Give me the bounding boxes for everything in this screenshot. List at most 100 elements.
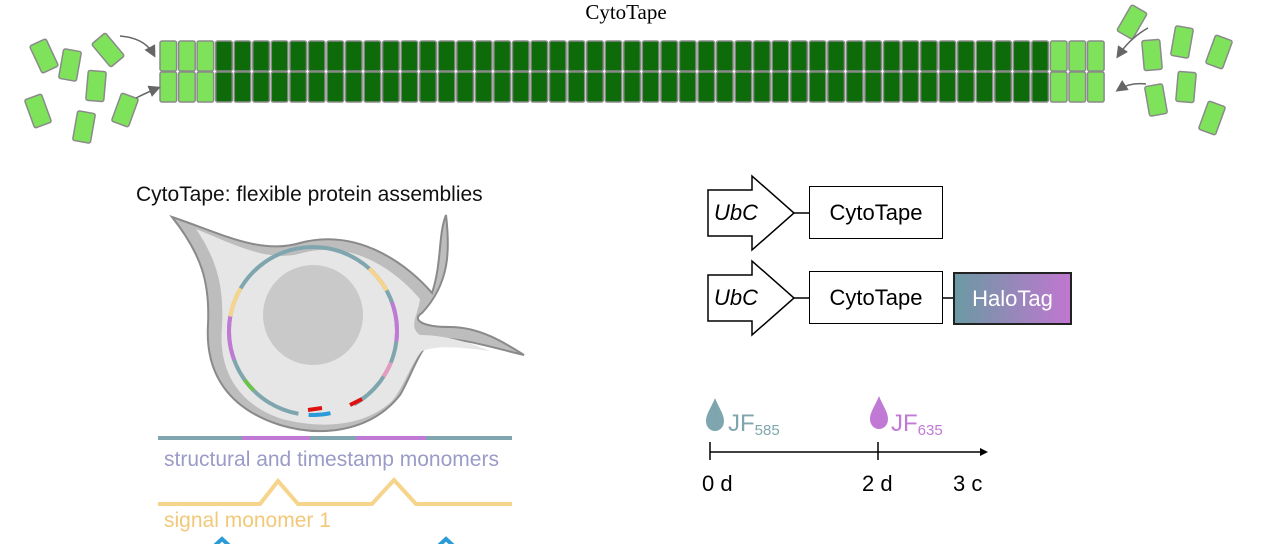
tape-monomer bbox=[159, 71, 178, 103]
tape-cells bbox=[159, 40, 1105, 103]
red-mark-1 bbox=[307, 406, 323, 412]
dye-name-1: JF bbox=[728, 410, 755, 437]
next-signal-track bbox=[213, 536, 231, 544]
tape-monomer bbox=[270, 71, 289, 103]
tape-monomer bbox=[196, 40, 215, 72]
tape-monomer bbox=[511, 71, 530, 103]
tape-monomer bbox=[604, 40, 623, 72]
tape-monomer bbox=[493, 71, 512, 103]
tape-monomer bbox=[233, 40, 252, 72]
tape-monomer bbox=[789, 40, 809, 72]
tape-monomer bbox=[252, 40, 271, 72]
tape-monomer bbox=[177, 71, 196, 103]
tape-monomer bbox=[715, 40, 734, 72]
dye-label-2: JF635 bbox=[891, 410, 943, 439]
free-monomer bbox=[58, 48, 82, 82]
incoming-arrow-right-bottom bbox=[1115, 80, 1147, 92]
tape-monomer bbox=[1068, 71, 1087, 103]
tape-monomer bbox=[1031, 40, 1050, 72]
tape-monomer bbox=[827, 71, 846, 103]
free-monomer bbox=[1141, 38, 1163, 72]
incoming-arrow-right-top bbox=[1116, 27, 1149, 59]
tape-monomer bbox=[789, 71, 809, 103]
tape-monomer bbox=[752, 71, 771, 103]
gene-label-1: CytoTape bbox=[829, 199, 923, 225]
diagram-title: CytoTape bbox=[585, 0, 667, 24]
tape-monomer bbox=[456, 71, 475, 103]
loose-monomers bbox=[24, 4, 1233, 144]
tape-monomer bbox=[548, 40, 567, 72]
free-monomer bbox=[85, 69, 107, 103]
tape-monomer bbox=[177, 40, 196, 72]
tape-monomer bbox=[456, 40, 475, 72]
tape-monomer bbox=[697, 71, 716, 103]
blue-segment bbox=[227, 245, 399, 417]
promoter-arrow-2 bbox=[707, 259, 796, 337]
tape-monomer bbox=[901, 71, 920, 103]
structural-label: structural and timestamp monomers bbox=[164, 448, 499, 471]
tape-monomer bbox=[864, 71, 883, 103]
tape-monomer bbox=[956, 40, 975, 72]
tape-monomer bbox=[697, 40, 716, 72]
tape-monomer bbox=[493, 40, 512, 72]
neuron-illustration bbox=[158, 214, 525, 544]
tape-monomer bbox=[363, 71, 382, 103]
tape-monomer bbox=[511, 40, 530, 72]
tape-monomer bbox=[585, 71, 605, 103]
tape-monomer bbox=[882, 71, 901, 103]
tape-monomer bbox=[641, 71, 660, 103]
gene-box-1: CytoTape bbox=[809, 186, 943, 239]
tape-monomer bbox=[1031, 71, 1050, 103]
tape-monomer bbox=[734, 40, 753, 72]
tape-monomer bbox=[956, 71, 975, 103]
tape-monomer bbox=[771, 71, 790, 103]
tick-label-2: 3 c bbox=[953, 471, 983, 496]
tape-monomer bbox=[1049, 71, 1068, 103]
tape-monomer bbox=[864, 40, 883, 72]
free-monomer bbox=[24, 93, 52, 129]
signal-label: signal monomer 1 bbox=[164, 509, 331, 532]
tape-monomer bbox=[1068, 40, 1087, 72]
tape-monomer bbox=[474, 40, 493, 72]
tape-monomer bbox=[344, 40, 363, 72]
tape-monomer bbox=[363, 40, 382, 72]
incoming-arrow-left-top bbox=[119, 35, 156, 58]
tape-assembly bbox=[24, 4, 1233, 144]
tape-monomer bbox=[585, 40, 605, 72]
tape-monomer bbox=[715, 71, 734, 103]
tape-monomer bbox=[1049, 40, 1068, 72]
tape-monomer bbox=[975, 40, 994, 72]
incoming-arrow-left-bottom bbox=[135, 85, 161, 99]
tape-monomer bbox=[530, 40, 549, 72]
dye-name-2: JF bbox=[891, 410, 918, 437]
tape-monomer bbox=[938, 40, 957, 72]
tape-monomer bbox=[752, 40, 771, 72]
tape-monomer bbox=[567, 40, 586, 72]
free-monomer bbox=[91, 32, 125, 68]
tape-monomer bbox=[530, 71, 549, 103]
tape-monomer bbox=[214, 40, 234, 72]
tape-monomer bbox=[938, 71, 957, 103]
tape-monomer bbox=[270, 40, 289, 72]
gene-label-2: CytoTape bbox=[829, 284, 923, 310]
tick-label-0: 0 d bbox=[702, 471, 733, 496]
dye-drop-1-icon bbox=[706, 398, 724, 431]
tape-monomer bbox=[994, 40, 1013, 72]
free-monomer bbox=[1170, 25, 1194, 59]
tape-monomer bbox=[214, 71, 234, 103]
tape-monomer bbox=[919, 40, 938, 72]
tape-monomer bbox=[623, 40, 642, 72]
tape-monomer bbox=[660, 71, 679, 103]
tape-monomer bbox=[307, 71, 326, 103]
red-mark-2 bbox=[349, 397, 363, 407]
promoter-label-2: UbC bbox=[714, 285, 759, 310]
tape-monomer bbox=[604, 71, 623, 103]
tape-monomer bbox=[344, 71, 363, 103]
free-monomer bbox=[1175, 70, 1197, 104]
dye-sub-1: 585 bbox=[754, 422, 780, 439]
signal-segment-1 bbox=[227, 245, 399, 417]
free-monomer bbox=[1116, 4, 1148, 40]
tape-monomer bbox=[252, 71, 271, 103]
free-monomer bbox=[1198, 100, 1226, 136]
halotag-label: HaloTag bbox=[972, 285, 1053, 311]
